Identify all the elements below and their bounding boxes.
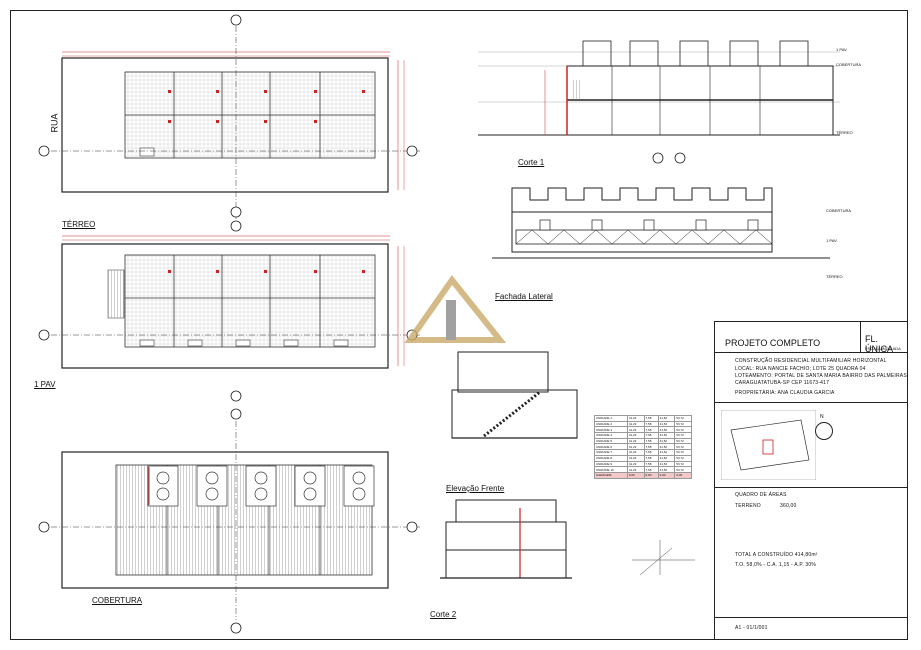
- areas-table-cell: 7,58: [643, 443, 659, 451]
- plan-cobertura: [40, 410, 420, 620]
- areas-table-cell: 7,58: [643, 466, 659, 473]
- title-folha: FL. ÚNICA: [865, 334, 894, 354]
- areas-table-cell: 7,58: [643, 437, 659, 445]
- info-loteamento: LOTEAMENTO: PORTAL DE SANTA MARIA BAIRRO…: [735, 373, 907, 379]
- areas-table-cell: 53,72: [674, 443, 692, 451]
- facade-level-terreo: TÉRREO: [826, 274, 843, 279]
- facade-level-1pav: 1 PAV.: [826, 238, 838, 243]
- plan-cobertura-title: COBERTURA: [92, 596, 143, 605]
- north-label: N: [820, 414, 824, 420]
- areas-table-cell: 0,00: [674, 471, 692, 479]
- north-arrow-icon: [815, 422, 833, 440]
- plan-1pav-title: 1 PAV: [34, 380, 56, 389]
- areas-table-cell: 7,58: [643, 454, 659, 462]
- areas-table-cell: 0,00: [657, 471, 676, 479]
- areas-table-cell: UNIDADE 9: [594, 460, 628, 468]
- areas-table-cell: 53,72: [674, 420, 692, 428]
- area-total: TOTAL A CONSTRUÍDO 414,80m²: [735, 552, 818, 558]
- terreno-value: 360,00: [780, 503, 797, 509]
- areas-table-cell: UNIDADE 6: [594, 443, 628, 451]
- areas-table-cell: GARAGEM: [594, 471, 628, 479]
- plan-1pav: [40, 235, 420, 369]
- title-projeto: PROJETO COMPLETO: [725, 338, 821, 348]
- areas-table-cell: UNIDADE 1: [594, 415, 628, 422]
- areas-table-cell: 7,58: [643, 415, 659, 422]
- areas-table-cell: 53,72: [674, 426, 692, 434]
- detail-drawing: [632, 540, 695, 576]
- facade-lateral-title: Fachada Lateral: [495, 292, 553, 301]
- areas-table-cell: UNIDADE 8: [594, 454, 628, 462]
- areas-table-cell: UNIDADE 2: [594, 420, 628, 428]
- terreno-label: TERRENO: [735, 503, 761, 509]
- title-folha-sub: ESCALA INDICADA: [865, 346, 901, 351]
- areas-table-cell: 53,72: [674, 415, 692, 422]
- level-label-terreo: TÉRREO: [836, 130, 853, 135]
- areas-table-cell: UNIDADE 10: [594, 466, 628, 473]
- elevation-front-title: Elevação Frente: [446, 484, 505, 493]
- info-proprietaria: PROPRIETÁRIA: ANA CLAUDIA GARCIA: [735, 390, 835, 396]
- title-block: PROJETO COMPLETO FL. ÚNICA ESCALA INDICA…: [714, 321, 908, 640]
- areas-table-cell: 7,58: [643, 460, 659, 468]
- location-map: [721, 410, 816, 480]
- areas-table-cell: 53,72: [674, 460, 692, 468]
- street-label: RUA: [49, 113, 60, 133]
- section-corte-1: [478, 40, 840, 136]
- areas-title: QUADRO DE ÁREAS: [735, 492, 787, 498]
- section-corte2-title: Corte 2: [430, 610, 457, 619]
- areas-table-cell: 53,72: [674, 449, 692, 456]
- areas-table-cell: UNIDADE 5: [594, 437, 628, 445]
- areas-table-cell: 53,72: [674, 454, 692, 462]
- areas-table-cell: 0,00: [626, 471, 645, 479]
- areas-table-cell: 7,58: [643, 449, 659, 456]
- areas-table-cell: 53,72: [674, 437, 692, 445]
- info-cidade: CARAGUATATUBA-SP CEP 11673-417: [735, 380, 830, 386]
- areas-table-cell: UNIDADE 7: [594, 449, 628, 456]
- areas-table-cell: 7,58: [643, 426, 659, 434]
- areas-table-cell: UNIDADE 4: [594, 432, 628, 439]
- info-local: LOCAL: RUA NANCIE FACHIO; LOTE 25 QUADRA…: [735, 366, 866, 372]
- areas-table-cell: 0,00: [643, 471, 659, 479]
- level-label-cobertura: COBERTURA: [836, 62, 862, 67]
- sheet-footer: A1 - 01/1/001: [735, 625, 768, 631]
- watermark-logo: [404, 274, 507, 343]
- section-corte-2: [451, 351, 578, 439]
- areas-table-cell: 53,72: [674, 466, 692, 473]
- areas-table-cell: 7,58: [643, 420, 659, 428]
- facade-level-cobertura: COBERTURA: [826, 208, 852, 213]
- section-corte1-title: Corte 1: [518, 158, 545, 167]
- plan-terreo: [40, 26, 420, 220]
- area-indices: T.O. 58,0% - C.A. 1,15 - A.P. 30%: [735, 562, 816, 568]
- areas-table-cell: 53,72: [674, 432, 692, 439]
- info-construcao: CONSTRUÇÃO RESIDENCIAL MULTIFAMILIAR HOR…: [735, 358, 887, 364]
- plan-terreo-title: TÉRREO: [62, 220, 96, 229]
- areas-table-cell: 7,58: [643, 432, 659, 439]
- elevation-front: [440, 499, 572, 579]
- areas-table-cell: UNIDADE 3: [594, 426, 628, 434]
- level-label-1pav: 1 PAV.: [836, 47, 848, 52]
- facade-lateral: [492, 187, 830, 259]
